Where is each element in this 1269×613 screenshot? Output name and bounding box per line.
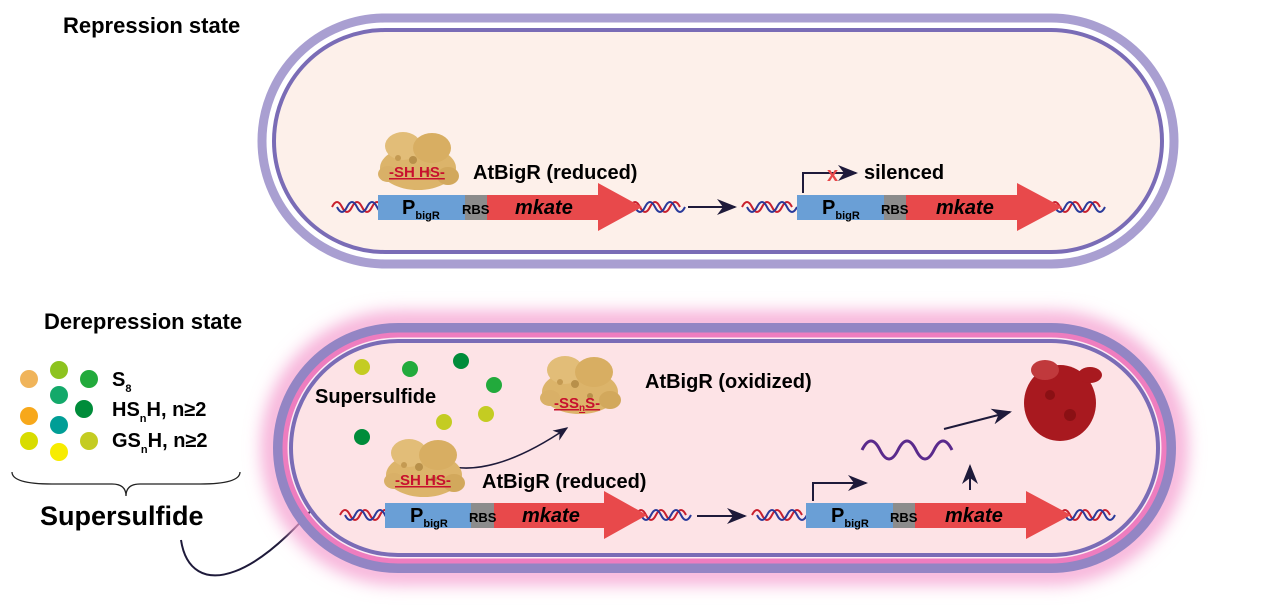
svg-text:mkate: mkate [945,505,1003,527]
legend-supersulfide: S8 HSnH, n≥2 GSnH, n≥2 Supersulfide [11,361,241,531]
svg-text:-SH HS-: -SH HS- [395,472,451,489]
derepression-title: Derepression state [44,309,242,334]
cell-derepression [263,313,1186,583]
tss-arrow-blocked [802,165,858,193]
supersulfide-molecules [354,353,502,445]
gene-construct-silenced: PbigR RBS mkate x silenced [741,162,1106,231]
block-x-icon: x [827,164,838,186]
promoter-block [378,195,465,220]
legend-dot [50,416,68,434]
svg-text:RBS: RBS [469,510,497,525]
legend-dot [20,432,38,450]
label-atbigr-reduced: AtBigR (reduced) [473,162,637,184]
legend-dot [50,361,68,379]
mrna-wave [860,439,954,461]
motif-sh-hs: -SH HS- [389,164,445,181]
legend-dot [50,443,68,461]
arrow-translation [943,408,1012,430]
svg-text:GSnH, n≥2: GSnH, n≥2 [112,430,208,456]
svg-text:mkate: mkate [522,505,580,527]
legend-dot [80,370,98,388]
legend-dot [75,400,93,418]
svg-text:PbigR: PbigR [402,197,440,222]
svg-text:HSnH, n≥2: HSnH, n≥2 [112,399,206,425]
mkate-arrow [487,183,642,231]
gene-label: mkate [515,197,573,219]
svg-text:RBS: RBS [881,202,909,217]
rbs-block [465,195,487,220]
label-atbigr-reduced-2: AtBigR (reduced) [482,471,646,493]
supersulfide-group-label: Supersulfide [40,501,204,531]
label-atbigr-oxidized: AtBigR (oxidized) [645,371,812,393]
rbs-label: RBS [462,202,490,217]
svg-text:PbigR: PbigR [410,505,448,530]
legend-dot [20,407,38,425]
svg-text:PbigR: PbigR [831,505,869,530]
legend-dot [80,432,98,450]
protein-atbigr-reduced-2: -SH HS- [384,439,465,497]
legend-dot [20,370,38,388]
protein-atbigr-oxidized: -SSnS- [540,356,621,414]
legend-dot [50,386,68,404]
gene-construct-1: PbigR RBS mkate [331,183,686,231]
svg-text:S8: S8 [112,369,131,395]
brace [11,471,241,497]
svg-text:PbigR: PbigR [822,197,860,222]
gene-construct-active: PbigR RBS mkate [751,475,1116,539]
legend-dots [20,361,98,461]
svg-text:RBS: RBS [890,510,918,525]
repression-title: Repression state [63,13,240,38]
mkate-protein-icon [1024,360,1102,441]
svg-text:-SSnS-: -SSnS- [554,395,600,414]
gene-construct-2: PbigR RBS mkate [339,491,692,539]
protein-atbigr-reduced: -SH HS- [378,132,459,190]
tss-arrow-active [812,475,868,501]
supersulfide-inside-label: Supersulfide [315,386,436,408]
svg-text:mkate: mkate [936,197,994,219]
silenced-label: silenced [864,162,944,184]
